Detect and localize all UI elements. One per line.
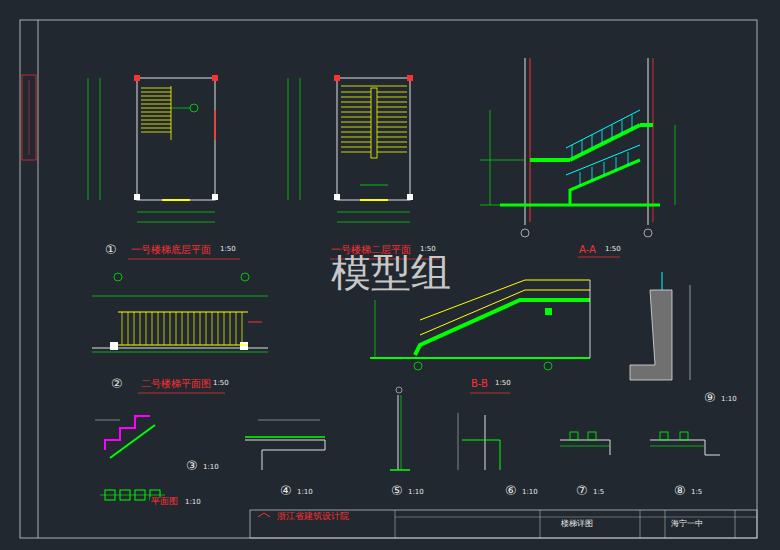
callout-number: ① [104,243,118,257]
view-title: 一号楼梯底层平面 [130,244,212,255]
scale-label: 1:50 [494,380,512,388]
scale-label: 1:5 [592,489,605,497]
callout-number: ④ [279,484,293,498]
scale-label: 1:10 [184,499,202,507]
scale-label: 1:50 [212,380,230,388]
scale-label: 1:10 [407,489,425,497]
scale-label: 1:50 [604,246,622,254]
scale-label: 1:50 [419,246,437,254]
callout-number: ③ [185,459,199,473]
callout-number: ⑧ [673,484,687,498]
scale-label: 1:10 [202,464,220,472]
callout-number: ② [110,377,124,391]
view-title: B-B [470,378,489,389]
callout-number: ⑨ [703,391,717,405]
project-name: 海宁一中 [670,520,704,529]
drawing-name: 楼梯详图 [560,520,594,529]
scale-label: 1:10 [521,489,539,497]
view-title: 平面图 [150,497,179,507]
view-title: A-A [578,244,597,255]
firm-name: 浙江省建筑设计院 [276,512,350,522]
view-title: 二号楼梯平面图 [140,378,212,389]
scale-label: 1:10 [720,396,738,404]
scale-label: 1:5 [690,489,703,497]
view-title: 一号楼梯二层平面 [330,244,412,255]
scale-label: 1:50 [219,246,237,254]
scale-label: 1:10 [296,489,314,497]
callout-number: ⑤ [390,484,404,498]
callout-number: ⑥ [504,484,518,498]
watermark: 模型组 [330,250,452,294]
callout-number: ⑦ [575,484,589,498]
